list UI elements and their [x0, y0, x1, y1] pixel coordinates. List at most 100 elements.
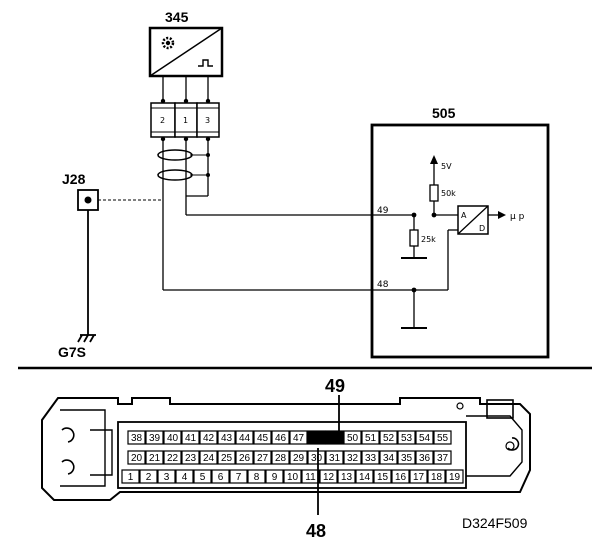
pin-label-2: 2	[160, 116, 165, 125]
pin-cell	[253, 430, 272, 445]
pin-cell	[415, 430, 434, 445]
pin-cell	[217, 430, 236, 445]
pin-cell	[427, 469, 446, 484]
pin-cell	[445, 469, 464, 484]
pin-number: 16	[395, 472, 407, 483]
supply-arrow-icon	[430, 155, 438, 164]
pin-number: 25	[221, 453, 233, 464]
pin-number: 8	[254, 472, 260, 483]
latch-clip-left	[61, 427, 75, 475]
pin-number: 34	[383, 453, 395, 464]
pin-number: 40	[167, 433, 179, 444]
pin-number: 29	[293, 453, 305, 464]
pin-number: 9	[272, 472, 278, 483]
pin-number: 49	[329, 433, 341, 444]
pin-cell	[325, 450, 344, 465]
pin-label-3: 3	[205, 116, 210, 125]
pin-cell	[181, 450, 200, 465]
pin-cell	[409, 469, 428, 484]
callout-49: 49	[325, 376, 345, 396]
pin-cell	[145, 450, 164, 465]
pin-number: 3	[164, 472, 170, 483]
pin-number: 15	[377, 472, 389, 483]
pin-number: 23	[185, 453, 197, 464]
pin-number: 42	[203, 433, 215, 444]
pin-number: 45	[257, 433, 269, 444]
pin-number: 19	[449, 472, 461, 483]
pin-cell	[199, 450, 218, 465]
sensor-wires	[162, 139, 414, 291]
cable-shield	[157, 149, 208, 181]
pin-cell	[289, 430, 308, 445]
pin-number: 17	[413, 472, 425, 483]
pin-cell	[343, 430, 362, 445]
pin-number: 26	[239, 453, 251, 464]
ecu-connector-housing	[41, 397, 531, 501]
pin-number: 46	[275, 433, 287, 444]
pin-cell	[307, 430, 326, 445]
pin-number: 4	[182, 472, 188, 483]
pin-cell	[397, 430, 416, 445]
pin-cell	[337, 469, 356, 484]
pin-number: 20	[131, 453, 143, 464]
pin-cell	[379, 430, 398, 445]
r-pullup-label: 50k	[441, 189, 456, 198]
pin-cell	[247, 469, 266, 484]
pin-number: 36	[419, 453, 431, 464]
r-pulldown-label: 25k	[421, 235, 436, 244]
pin-number: 1	[128, 472, 134, 483]
pin-number: 35	[401, 453, 413, 464]
pulse-signal-icon	[198, 59, 213, 67]
pin-number: 10	[287, 472, 299, 483]
ground-id-label: G7S	[58, 344, 86, 360]
pin-cell	[265, 469, 284, 484]
pin-number: 11	[305, 472, 316, 483]
ecu-internal-circuit	[401, 160, 500, 329]
pin-number: 27	[257, 453, 269, 464]
pin-cell	[181, 430, 200, 445]
pin-cell	[319, 469, 338, 484]
connector-id-label: J28	[62, 171, 86, 187]
pin-cell	[121, 469, 140, 484]
sensor-box	[148, 26, 224, 78]
pin-cell	[373, 469, 392, 484]
pin-cell	[211, 469, 230, 484]
pin-cell	[229, 469, 248, 484]
pin-number: 51	[365, 433, 377, 444]
wire-48-label: 48	[377, 280, 389, 290]
pin-cell	[361, 450, 380, 465]
pin-cell	[127, 430, 146, 445]
adc-out-label: D	[479, 224, 485, 233]
pin-cell	[127, 450, 146, 465]
pin-cell	[193, 469, 212, 484]
pin-cell	[289, 450, 308, 465]
pin-number: 48	[311, 433, 323, 444]
adc-in-label: A	[461, 211, 467, 220]
pin-cell	[199, 430, 218, 445]
pin-number: 44	[239, 433, 251, 444]
sensor-id-label: 345	[165, 9, 189, 25]
supply-label: 5V	[441, 162, 452, 171]
pin-number: 43	[221, 433, 233, 444]
pin-number: 41	[185, 433, 197, 444]
pin-cell	[415, 450, 434, 465]
pin-cell	[175, 469, 194, 484]
pin-number: 33	[365, 453, 377, 464]
pin-cell	[253, 450, 272, 465]
pin-number: 32	[347, 453, 359, 464]
output-arrow-icon	[498, 211, 506, 219]
pin-number: 54	[419, 433, 431, 444]
ecu-box	[370, 123, 550, 359]
wire-49-label: 49	[377, 206, 389, 216]
pin-number: 28	[275, 453, 287, 464]
pin-number: 18	[431, 472, 443, 483]
pin-number: 53	[401, 433, 413, 444]
pin-number: 52	[383, 433, 395, 444]
pin-cell	[235, 430, 254, 445]
pin-cell	[343, 450, 362, 465]
pin-cell	[139, 469, 158, 484]
pin-cell	[145, 430, 164, 445]
pin-number: 50	[347, 433, 359, 444]
